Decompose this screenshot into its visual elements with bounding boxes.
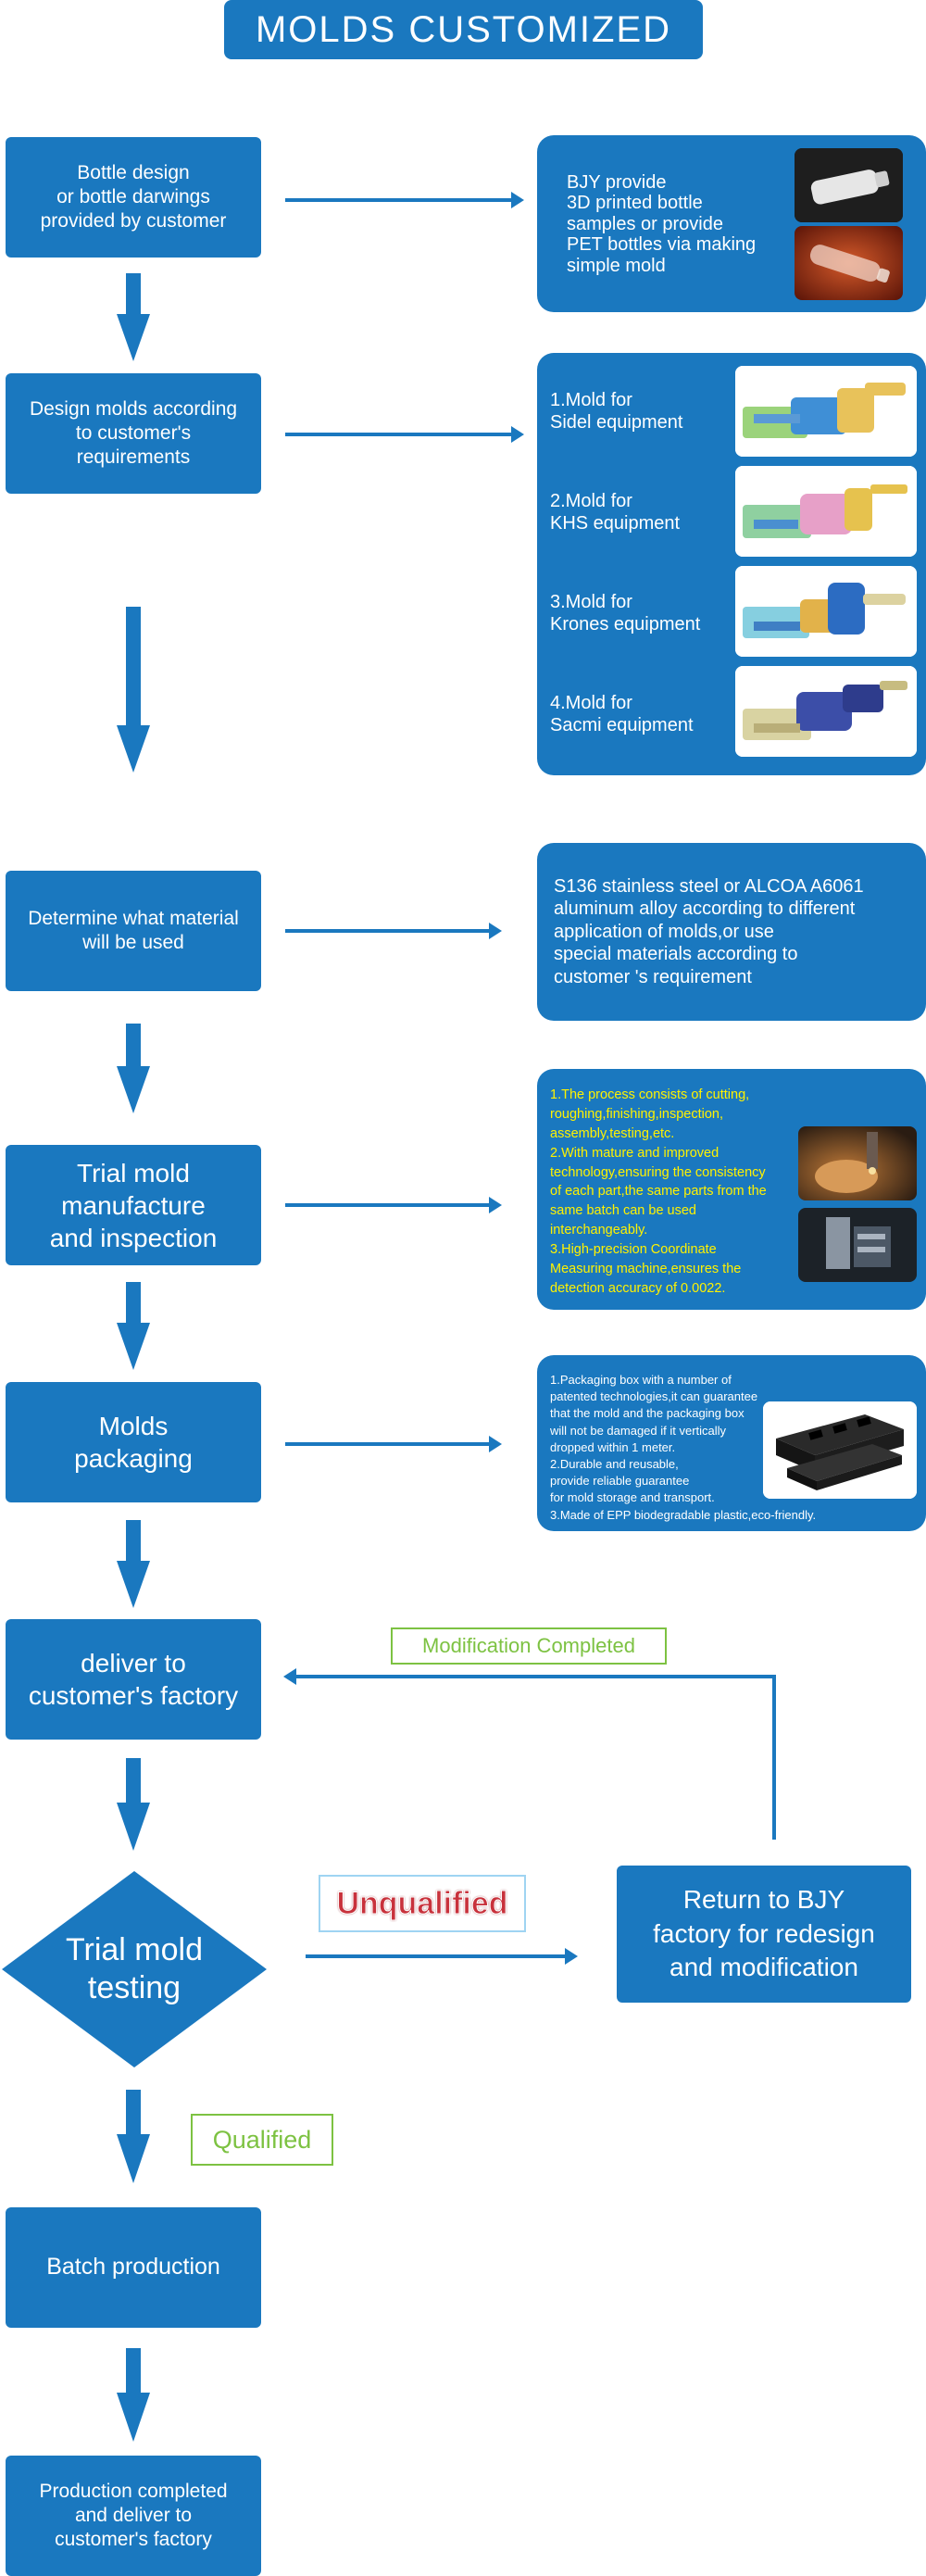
trial-testing-diamond-shape [2,1871,267,2067]
step-trial-mold-testing: Trial mold testing [66,1932,203,2005]
step-determine-material: Determine what material will be used [6,871,261,991]
label-unqualified: Unqualified [336,1885,508,1921]
down-arrow-7 [117,2090,150,2183]
mold-label-krones: 3.Mold for Krones equipment [550,592,701,635]
panel-equipment-molds: 1.Mold for Sidel equipment 2.Mold for KH… [537,353,926,775]
step-trial-mold-manufacture: Trial mold manufacture and inspection [6,1145,261,1265]
return-loop-line [294,1675,776,1840]
label-modification-completed: Modification Completed [391,1627,667,1665]
step-bottle-design: Bottle design or bottle darwings provide… [6,137,261,258]
label-unqualified-frame: Unqualified [319,1875,526,1932]
down-arrow-1 [117,273,150,361]
down-arrow-2 [117,607,150,773]
step-design-molds: Design molds according to customer's req… [6,373,261,494]
label-qualified: Qualified [191,2114,333,2166]
cmm-photo [798,1208,917,1282]
pet-bottle-sample-image [795,226,903,300]
step-deliver-to-factory: deliver to customer's factory [6,1619,261,1740]
return-to-bjy-box: Return to BJY factory for redesign and m… [617,1866,911,2003]
machining-photo [798,1126,917,1200]
packaging-box-image [763,1401,917,1499]
step-production-completed: Production completed and deliver to cust… [6,2456,261,2576]
sidel-mold-image [735,366,917,457]
mold-label-sacmi: 4.Mold for Sacmi equipment [550,693,694,735]
panel-packaging-text: 1.Packaging box with a number of patente… [550,1373,817,1522]
panel-process: 1.The process consists of cutting, rough… [537,1069,926,1310]
panel-material-text: S136 stainless steel or ALCOA A6061 alum… [554,876,864,987]
panel-process-text: 1.The process consists of cutting, rough… [550,1087,767,1296]
mold-label-khs: 2.Mold for KHS equipment [550,491,681,534]
sacmi-mold-image [735,666,917,757]
down-arrow-8 [117,2348,150,2442]
panel-packaging: 1.Packaging box with a number of patente… [537,1355,926,1531]
panel-material: S136 stainless steel or ALCOA A6061 alum… [537,843,926,1021]
down-arrow-4 [117,1282,150,1370]
page-title: MOLDS CUSTOMIZED [224,0,703,59]
down-arrow-6 [117,1758,150,1851]
step-molds-packaging: Molds packaging [6,1382,261,1502]
panel-bottle-text: BJY provide 3D printed bottle samples or… [567,172,757,276]
down-arrow-3 [117,1024,150,1113]
mold-label-sidel: 1.Mold for Sidel equipment [550,390,683,433]
down-arrow-5 [117,1520,150,1608]
krones-mold-image [735,566,917,657]
panel-bottle-samples: BJY provide 3D printed bottle samples or… [537,135,926,312]
printed-bottle-sample-image [795,148,903,222]
khs-mold-image [735,466,917,557]
step-batch-production: Batch production [6,2207,261,2328]
